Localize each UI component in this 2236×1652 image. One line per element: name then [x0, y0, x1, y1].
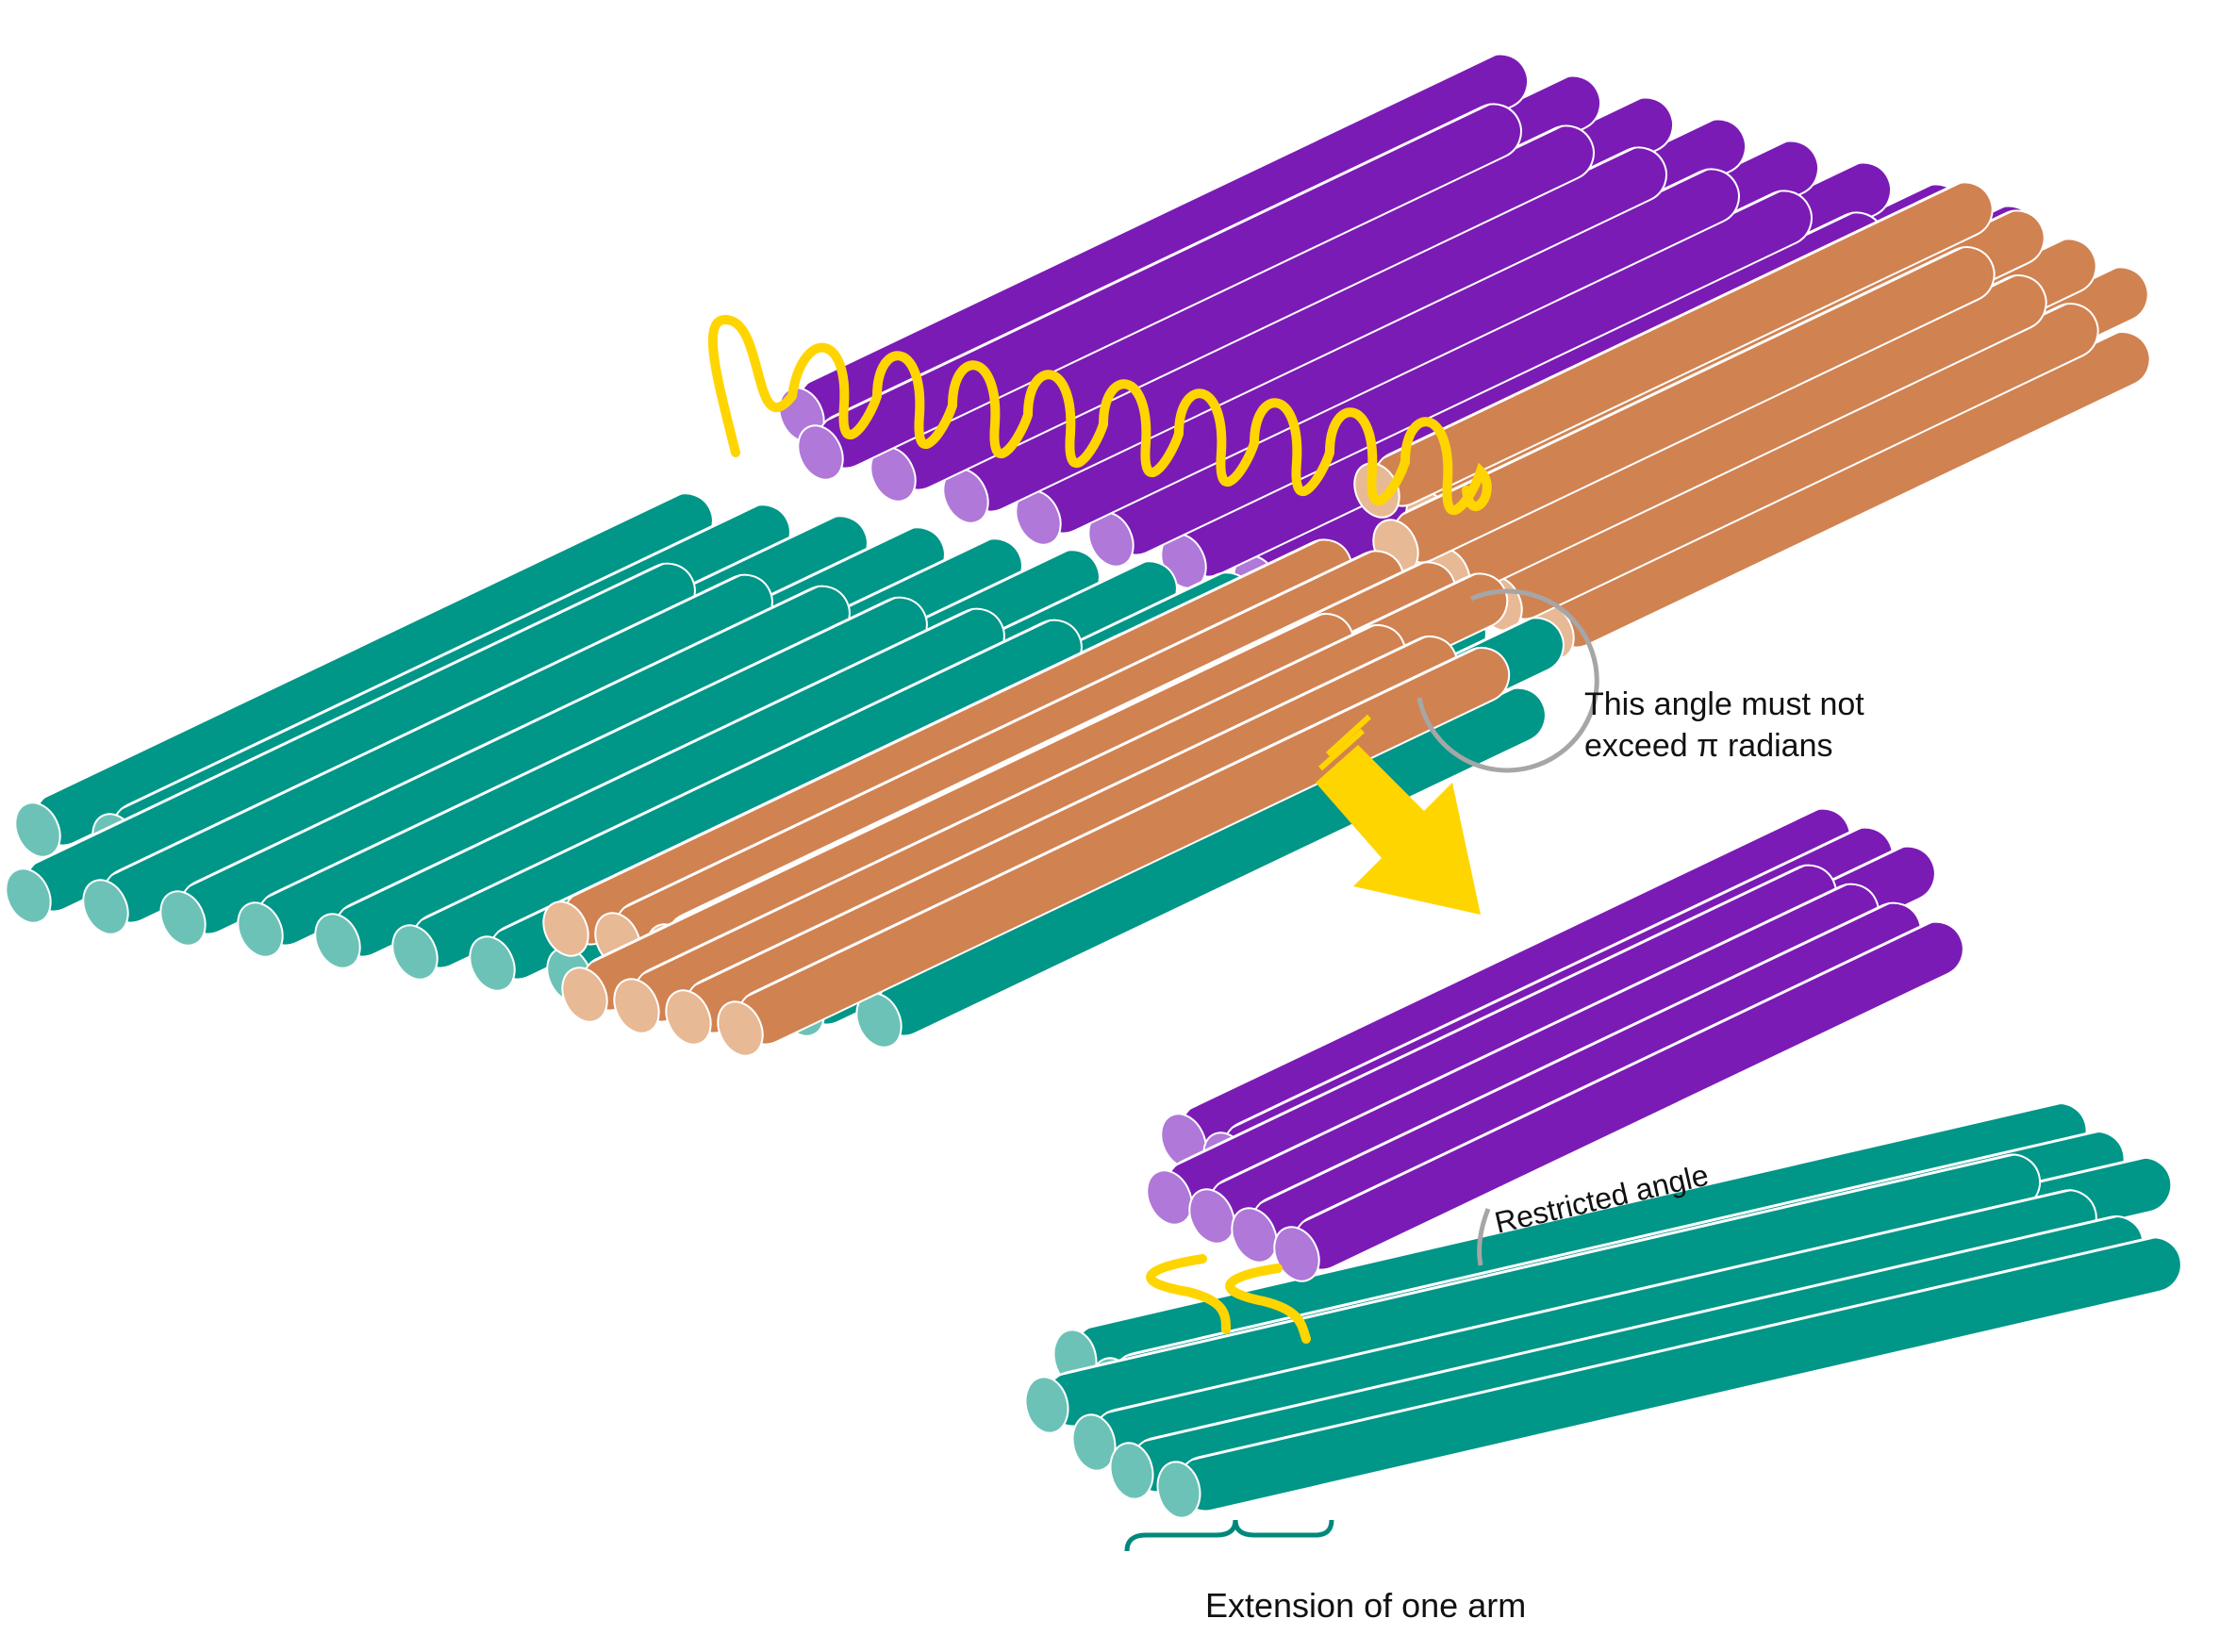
teal-top-front-rod-5-highlight: [420, 619, 1052, 922]
teal-top-front-rod-1-highlight: [110, 573, 742, 877]
orange-front-back-rod-1-highlight: [622, 550, 1373, 910]
teal-top-front-rod-1-cap: [82, 879, 129, 935]
angle-note-line2: exceed π radians: [1584, 728, 1833, 764]
purple-bottom-rod-5-highlight: [1259, 901, 1891, 1205]
orange-back-low-rod-0-highlight: [1400, 246, 1964, 517]
teal-top-front-rod-6-cap: [469, 935, 516, 992]
teal-top-front-rod-2: [159, 585, 851, 947]
orange-front-rod-0-highlight: [589, 612, 1323, 965]
purple-bottom-rod-5-cap: [1231, 1207, 1278, 1264]
angle-note-line1: This angle must not: [1584, 686, 1864, 722]
teal-bottom-rod-5-highlight: [1143, 1214, 2119, 1443]
bottom-linker: [1146, 1254, 1311, 1344]
top-linker-coil: [707, 315, 1492, 515]
linker-left-path: [1146, 1254, 1231, 1334]
orange-front-rod-2-cap: [665, 989, 712, 1046]
purple-bottom-rod-4-cap: [1188, 1188, 1235, 1245]
orange-front-rod-3-cap: [717, 1000, 764, 1057]
teal-top-front-rod-3: [237, 596, 928, 958]
angle-arc: [1416, 588, 1599, 773]
teal-bottom-rod-3-cap: [1024, 1376, 1069, 1434]
arrow-shape: [1316, 745, 1481, 915]
orange-front-rod-0-cap: [561, 966, 608, 1023]
purple-bottom-rod-6: [1273, 920, 1964, 1282]
bottom-teal-bundle: [1024, 1101, 2182, 1519]
orange-back-rod-0-highlight: [1382, 181, 1963, 460]
purple-bottom-rod-0-highlight: [1188, 807, 1820, 1111]
orange-front-back-rod-0-cap: [542, 900, 589, 957]
purple-bottom-rod-4-highlight: [1217, 883, 1848, 1186]
teal-bottom-rod-0-highlight: [1086, 1101, 2062, 1330]
purple-front-rod-0-cap: [797, 424, 844, 481]
teal-bottom-rod-4-highlight: [1105, 1189, 2072, 1414]
orange-back-rod-0: [1353, 181, 1994, 519]
orange-front-rod-1-cap: [613, 978, 660, 1034]
teal-top-front-rod-0-cap: [5, 867, 52, 924]
extension-label: Extension of one arm: [1205, 1586, 1526, 1625]
teal-top-front-rod-3-highlight: [265, 596, 897, 900]
teal-bottom-rod-5-cap: [1109, 1442, 1154, 1500]
arrow-stripe-1: [1318, 728, 1365, 771]
purple-bottom-rod-1-highlight: [1231, 826, 1863, 1130]
purple-front-rod-0: [797, 103, 1522, 481]
teal-top-front-rod-3-cap: [237, 901, 284, 958]
orange-front-rod-2-highlight: [693, 635, 1427, 987]
teal-top-front-rod-2-highlight: [188, 585, 820, 888]
teal-top-back-rod-1-highlight: [120, 504, 760, 811]
teal-top-front-rod-5-cap: [391, 924, 439, 981]
purple-bottom-rod-6-highlight: [1301, 920, 1933, 1224]
teal-bottom-rod-3-highlight: [1058, 1153, 2015, 1377]
purple-front-rod-0-highlight: [825, 103, 1491, 422]
purple-bottom-rod-5: [1231, 901, 1922, 1264]
top-orange-front-bundle: [542, 538, 1511, 1057]
teal-bottom-rod-1-highlight: [1124, 1130, 2100, 1358]
teal-top-front-rod-0-highlight: [33, 562, 665, 866]
orange-front-back-rod-0-highlight: [571, 538, 1321, 899]
orange-front-rod-3: [717, 646, 1511, 1057]
teal-top-front-rod-4-cap: [314, 913, 361, 969]
purple-bottom-rod-3-highlight: [1174, 864, 1806, 1167]
purple-back-rod-0-highlight: [806, 53, 1498, 385]
orange-front-back-rod-2-highlight: [674, 561, 1425, 921]
linker-coil-path: [707, 315, 1492, 515]
teal-top-back-rod-0-highlight: [42, 492, 683, 800]
bottom-purple-bundle: [1146, 807, 1964, 1282]
teal-bottom-rod-4-cap: [1071, 1413, 1117, 1472]
teal-bottom-rod-6-highlight: [1190, 1236, 2157, 1462]
orange-front-rod-3-highlight: [745, 646, 1479, 999]
extension-brace: [1124, 1519, 1334, 1552]
teal-top-front-rod-4-highlight: [342, 607, 974, 911]
orange-back-low-rod-0: [1372, 246, 1996, 575]
teal-top-front-rod-0: [5, 562, 696, 924]
teal-top-front-rod-2-cap: [159, 890, 207, 947]
orange-front-rod-1-highlight: [641, 623, 1375, 976]
teal-bottom-rod-6: [1156, 1236, 2182, 1519]
arrow-stripe-2: [1325, 714, 1372, 757]
restricted-angle-arc: [1477, 1208, 1491, 1266]
purple-bottom-rod-6-cap: [1273, 1226, 1320, 1282]
teal-bottom-rod-6-cap: [1156, 1461, 1201, 1519]
transition-arrow: [1316, 714, 1481, 915]
linker-right-path: [1225, 1264, 1311, 1344]
teal-top-front-rod-4: [314, 607, 1005, 969]
purple-bottom-rod-3-cap: [1146, 1169, 1193, 1226]
